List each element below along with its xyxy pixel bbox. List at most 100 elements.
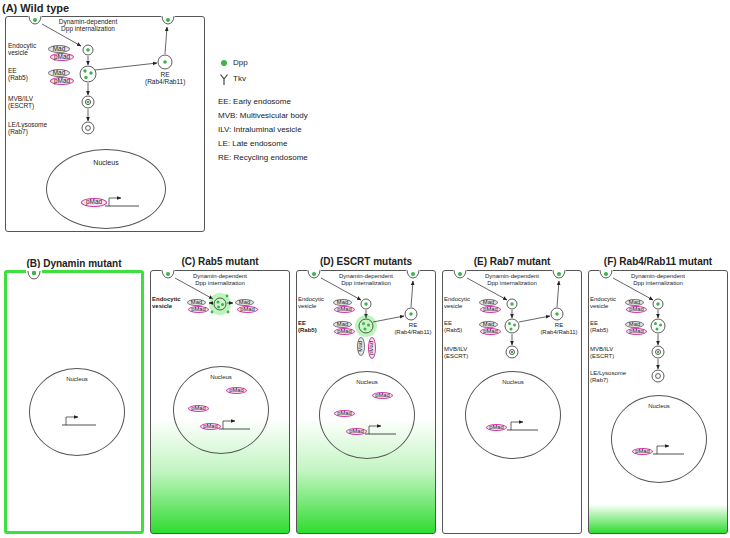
wild-type-trafficking-part bbox=[86, 48, 90, 52]
escrt-mutant-trafficking-part bbox=[355, 315, 377, 337]
wild-type-trafficking-part bbox=[105, 206, 139, 207]
rab7-mutant-trafficking-part bbox=[458, 272, 462, 276]
pmad-protein: pMad bbox=[226, 387, 247, 394]
escrt-mutant-trafficking-part bbox=[364, 328, 367, 331]
legend-text: Tkv bbox=[233, 75, 246, 84]
wild-type-trafficking-part bbox=[158, 55, 172, 69]
annotation-label: Dynamin-dependent Dpp internalization bbox=[189, 273, 251, 286]
organelle-label: Nucleus bbox=[466, 379, 560, 385]
wild-type-trafficking-part bbox=[89, 71, 92, 74]
annotation-label: RE (Rab4/Rab11) bbox=[539, 322, 579, 335]
protein-label: Mad bbox=[337, 300, 348, 306]
protein-label: pMad bbox=[191, 307, 206, 313]
tkv-legend-symbol bbox=[221, 75, 228, 86]
mad-protein: Mad bbox=[235, 299, 254, 306]
annotation-label: Endocytic vesicle bbox=[444, 296, 478, 309]
wild-type-trafficking-part bbox=[83, 69, 86, 72]
organelle-label: Nucleus bbox=[30, 376, 124, 382]
pmad-protein: pMad bbox=[200, 423, 221, 430]
organelle-label: Nucleus bbox=[320, 379, 414, 385]
wild-type-trafficking-part bbox=[86, 126, 91, 131]
protein-label: Mad bbox=[239, 300, 250, 306]
pmad-protein: pMad bbox=[480, 328, 501, 335]
escrt-mutant-trafficking-part bbox=[411, 272, 415, 276]
mad-protein: Mad bbox=[625, 299, 644, 306]
escrt-mutant-trafficking-part bbox=[312, 272, 316, 276]
protein-label: Mad bbox=[191, 300, 202, 306]
pmad-protein: pMad bbox=[346, 428, 367, 435]
nucleus: Nucleus pMad bbox=[465, 371, 561, 459]
wild-type-trafficking-part bbox=[88, 56, 89, 65]
rab7-mutant-trafficking-part bbox=[507, 299, 517, 309]
wild-type-trafficking-part bbox=[82, 122, 94, 134]
rab4-rab11-mutant-trafficking-part bbox=[653, 299, 663, 309]
annotation-label: Dynamin-dependent Dpp internalization bbox=[627, 273, 689, 286]
abbreviation-note: MVB: Multivesicular body bbox=[218, 112, 358, 121]
pmad-protein: pMad bbox=[50, 77, 74, 85]
tkv-legend-symbol-part bbox=[221, 75, 228, 86]
protein-label: Mad bbox=[629, 322, 640, 328]
rab7-mutant-trafficking-part bbox=[506, 346, 518, 358]
mad-protein: Mad bbox=[187, 299, 206, 306]
cell-outline: (B) Dynamin mutantNucleus bbox=[4, 270, 144, 534]
annotation-label: Endocytic vesicle bbox=[590, 296, 624, 309]
pmad-protein: pMad bbox=[480, 306, 501, 313]
rab5-mutant-trafficking-part bbox=[211, 311, 214, 314]
escrt-mutant-trafficking-part bbox=[365, 434, 396, 435]
wild-type-trafficking-part bbox=[163, 60, 167, 64]
pmad-protein: pMad bbox=[81, 198, 107, 207]
pmad-protein: pMad bbox=[334, 306, 355, 313]
rab7-mutant-trafficking-part bbox=[555, 312, 558, 315]
legend-text: Dpp bbox=[233, 59, 248, 68]
mad-protein: Mad bbox=[625, 321, 644, 328]
rab4-rab11-mutant-trafficking-part bbox=[656, 374, 661, 379]
rab4-rab11-mutant-trafficking-part bbox=[653, 454, 684, 455]
rab4-rab11-mutant-trafficking-part bbox=[654, 322, 657, 325]
wild-type-trafficking-part bbox=[84, 76, 87, 79]
panel-title: (D) ESCRT mutants bbox=[285, 256, 447, 268]
wild-type-trafficking-part bbox=[33, 18, 37, 22]
annotation-label: EE (Rab5) bbox=[298, 320, 320, 333]
panel-title: (E) Rab7 mutant bbox=[431, 256, 593, 268]
organelle-label: Nucleus bbox=[174, 374, 268, 380]
protein-label: Mad bbox=[629, 300, 640, 306]
pmad-protein: pMad bbox=[188, 306, 209, 313]
wild-type-trafficking-part bbox=[88, 83, 89, 95]
wild-type-trafficking-part bbox=[80, 66, 96, 82]
protein-label: Mad bbox=[53, 46, 65, 52]
rab4-rab11-mutant-trafficking-part bbox=[658, 310, 659, 318]
rab5-mutant-trafficking-part bbox=[217, 301, 220, 304]
rab5-mutant-trafficking-part bbox=[221, 303, 224, 306]
pmad-protein: pMad bbox=[237, 306, 258, 313]
protein-label: pMad bbox=[86, 199, 102, 205]
mad-protein: Mad bbox=[333, 299, 352, 306]
abbreviation-note: RE: Recycling endosome bbox=[218, 154, 358, 163]
rab4-rab11-mutant-trafficking-part bbox=[652, 370, 664, 382]
escrt-mutant-trafficking-part bbox=[405, 308, 417, 320]
escrt-mutant-trafficking-part bbox=[364, 302, 367, 305]
nucleus: NucleuspMad bbox=[611, 395, 707, 483]
mad-protein: Mad bbox=[333, 321, 352, 328]
abbreviation-note: LE: Late endosome bbox=[218, 140, 358, 149]
annotation-label: Endocytic vesicle bbox=[152, 296, 186, 309]
pmad-protein: pMad bbox=[486, 424, 507, 431]
wild-type-trafficking-part bbox=[83, 45, 93, 55]
escrt-mutant-trafficking-part bbox=[409, 312, 412, 315]
protein-label: pMad bbox=[489, 425, 504, 431]
protein-label: pMad bbox=[337, 411, 352, 417]
rab5-mutant-trafficking-part bbox=[217, 306, 220, 309]
protein-label: pMad bbox=[337, 329, 352, 335]
protein-label: pMad bbox=[54, 78, 70, 84]
panel-title: (C) Rab5 mutant bbox=[139, 256, 301, 268]
annotation-label: MVB/ILV (ESCRT) bbox=[444, 346, 480, 359]
pmad-protein: pMad bbox=[334, 328, 355, 335]
escrt-mutant-trafficking-part bbox=[361, 299, 371, 309]
protein-label: pMad bbox=[337, 307, 352, 313]
wild-type-trafficking-part bbox=[88, 109, 89, 121]
rab4-rab11-mutant-trafficking-part bbox=[658, 334, 659, 345]
rab5-mutant-trafficking-part bbox=[209, 303, 213, 304]
rab7-mutant-trafficking-part bbox=[511, 351, 513, 353]
annotation-label: EE (Rab5) bbox=[444, 320, 466, 333]
rab7-mutant-trafficking-part bbox=[513, 324, 516, 327]
